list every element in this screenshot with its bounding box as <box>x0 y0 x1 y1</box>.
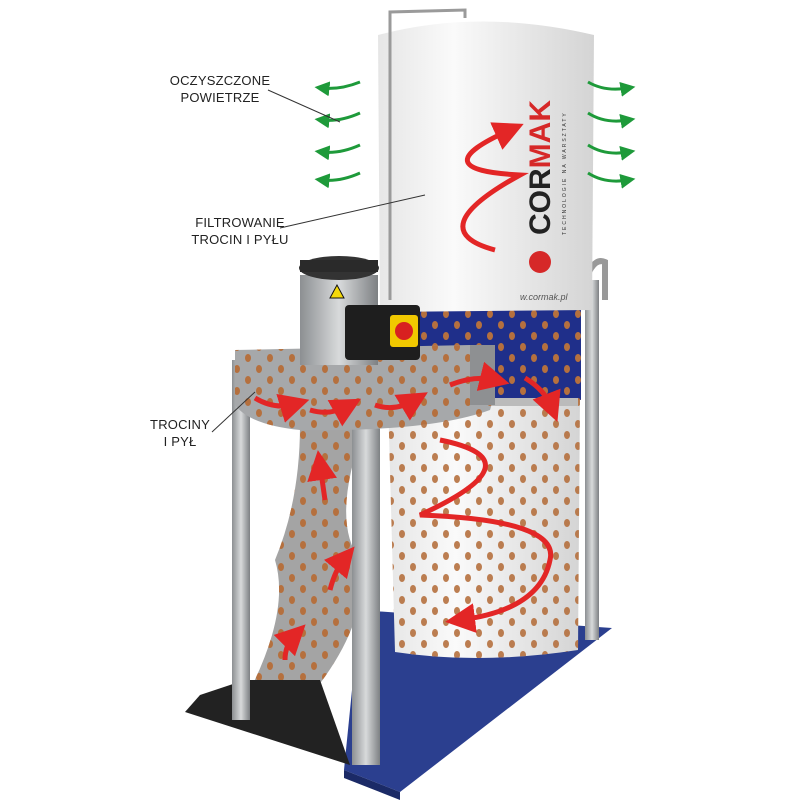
label-line: FILTROWANIE <box>195 215 285 230</box>
brand-emblem-icon <box>529 251 551 273</box>
rear-leg <box>585 280 599 640</box>
brand-url: w.cormak.pl <box>520 292 569 302</box>
label-line: I PYŁ <box>163 434 197 449</box>
label-line: POWIETRZE <box>180 90 260 105</box>
front-leg-left <box>232 360 250 720</box>
filter-bag <box>378 21 594 312</box>
label-line: TROCIN I PYŁU <box>191 232 289 247</box>
label-clean-air: OCZYSZCZONE POWIETRZE <box>150 72 290 106</box>
hose-foot <box>185 680 350 765</box>
brand-logo: CORMAK <box>524 100 557 235</box>
label-filtering: FILTROWANIE TROCIN I PYŁU <box>170 214 310 248</box>
label-line: OCZYSZCZONE <box>169 73 271 88</box>
front-leg-right <box>352 420 380 765</box>
clean-air-arrows <box>314 80 636 189</box>
label-line: TROCINY <box>150 417 210 432</box>
label-dust: TROCINY I PYŁ <box>130 416 230 450</box>
warning-icon <box>329 283 345 299</box>
base-plate <box>344 610 612 792</box>
leader-lines <box>211 89 426 433</box>
brand-tagline: TECHNOLOGIE NA WARSZTATY <box>562 111 568 235</box>
flow-arrows <box>253 122 561 661</box>
